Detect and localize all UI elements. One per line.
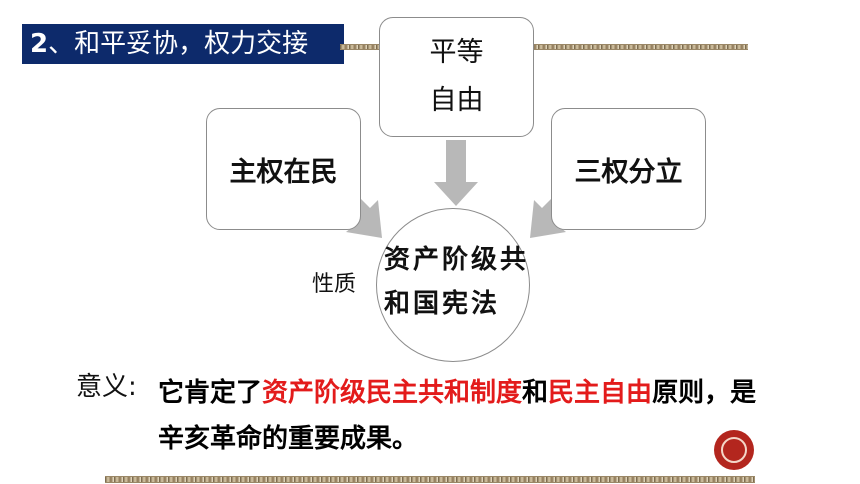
section-number: 2 xyxy=(30,29,49,59)
significance-part5: 原则，是辛亥革命的重要成果。 xyxy=(158,378,757,454)
decorative-rope-bottom xyxy=(105,476,755,483)
significance-label: 意义: xyxy=(76,372,137,402)
nature-label: 性质 xyxy=(312,272,357,297)
seal-icon xyxy=(714,430,754,470)
arrow-top-down xyxy=(434,140,478,206)
box-left-text: 主权在民 xyxy=(229,156,338,188)
center-circle-text: 资产阶级共和国宪法 xyxy=(384,245,530,319)
section-title-text: 、和平妥协，权力交接 xyxy=(48,29,309,59)
significance-part3: 和 xyxy=(522,378,549,408)
significance-highlight1: 资产阶级民主共和制度 xyxy=(262,378,523,408)
significance-highlight2: 民主自由 xyxy=(548,378,653,408)
significance-part1: 它肯定了 xyxy=(158,378,263,408)
decorative-rope-top xyxy=(340,44,748,50)
significance-text: 它肯定了资产阶级民主共和制度和民主自由原则，是辛亥革命的重要成果。 xyxy=(158,370,758,462)
center-circle xyxy=(376,208,530,362)
box-top-line1: 平等 xyxy=(429,37,484,68)
box-sovereignty: 主权在民 xyxy=(206,108,361,230)
section-title: 2、和平妥协，权力交接 xyxy=(22,24,344,64)
box-right-text: 三权分立 xyxy=(574,156,683,188)
box-separation-of-powers: 三权分立 xyxy=(551,108,706,230)
box-top-line2: 自由 xyxy=(429,85,484,116)
box-equality-freedom: 平等 自由 xyxy=(379,17,534,137)
